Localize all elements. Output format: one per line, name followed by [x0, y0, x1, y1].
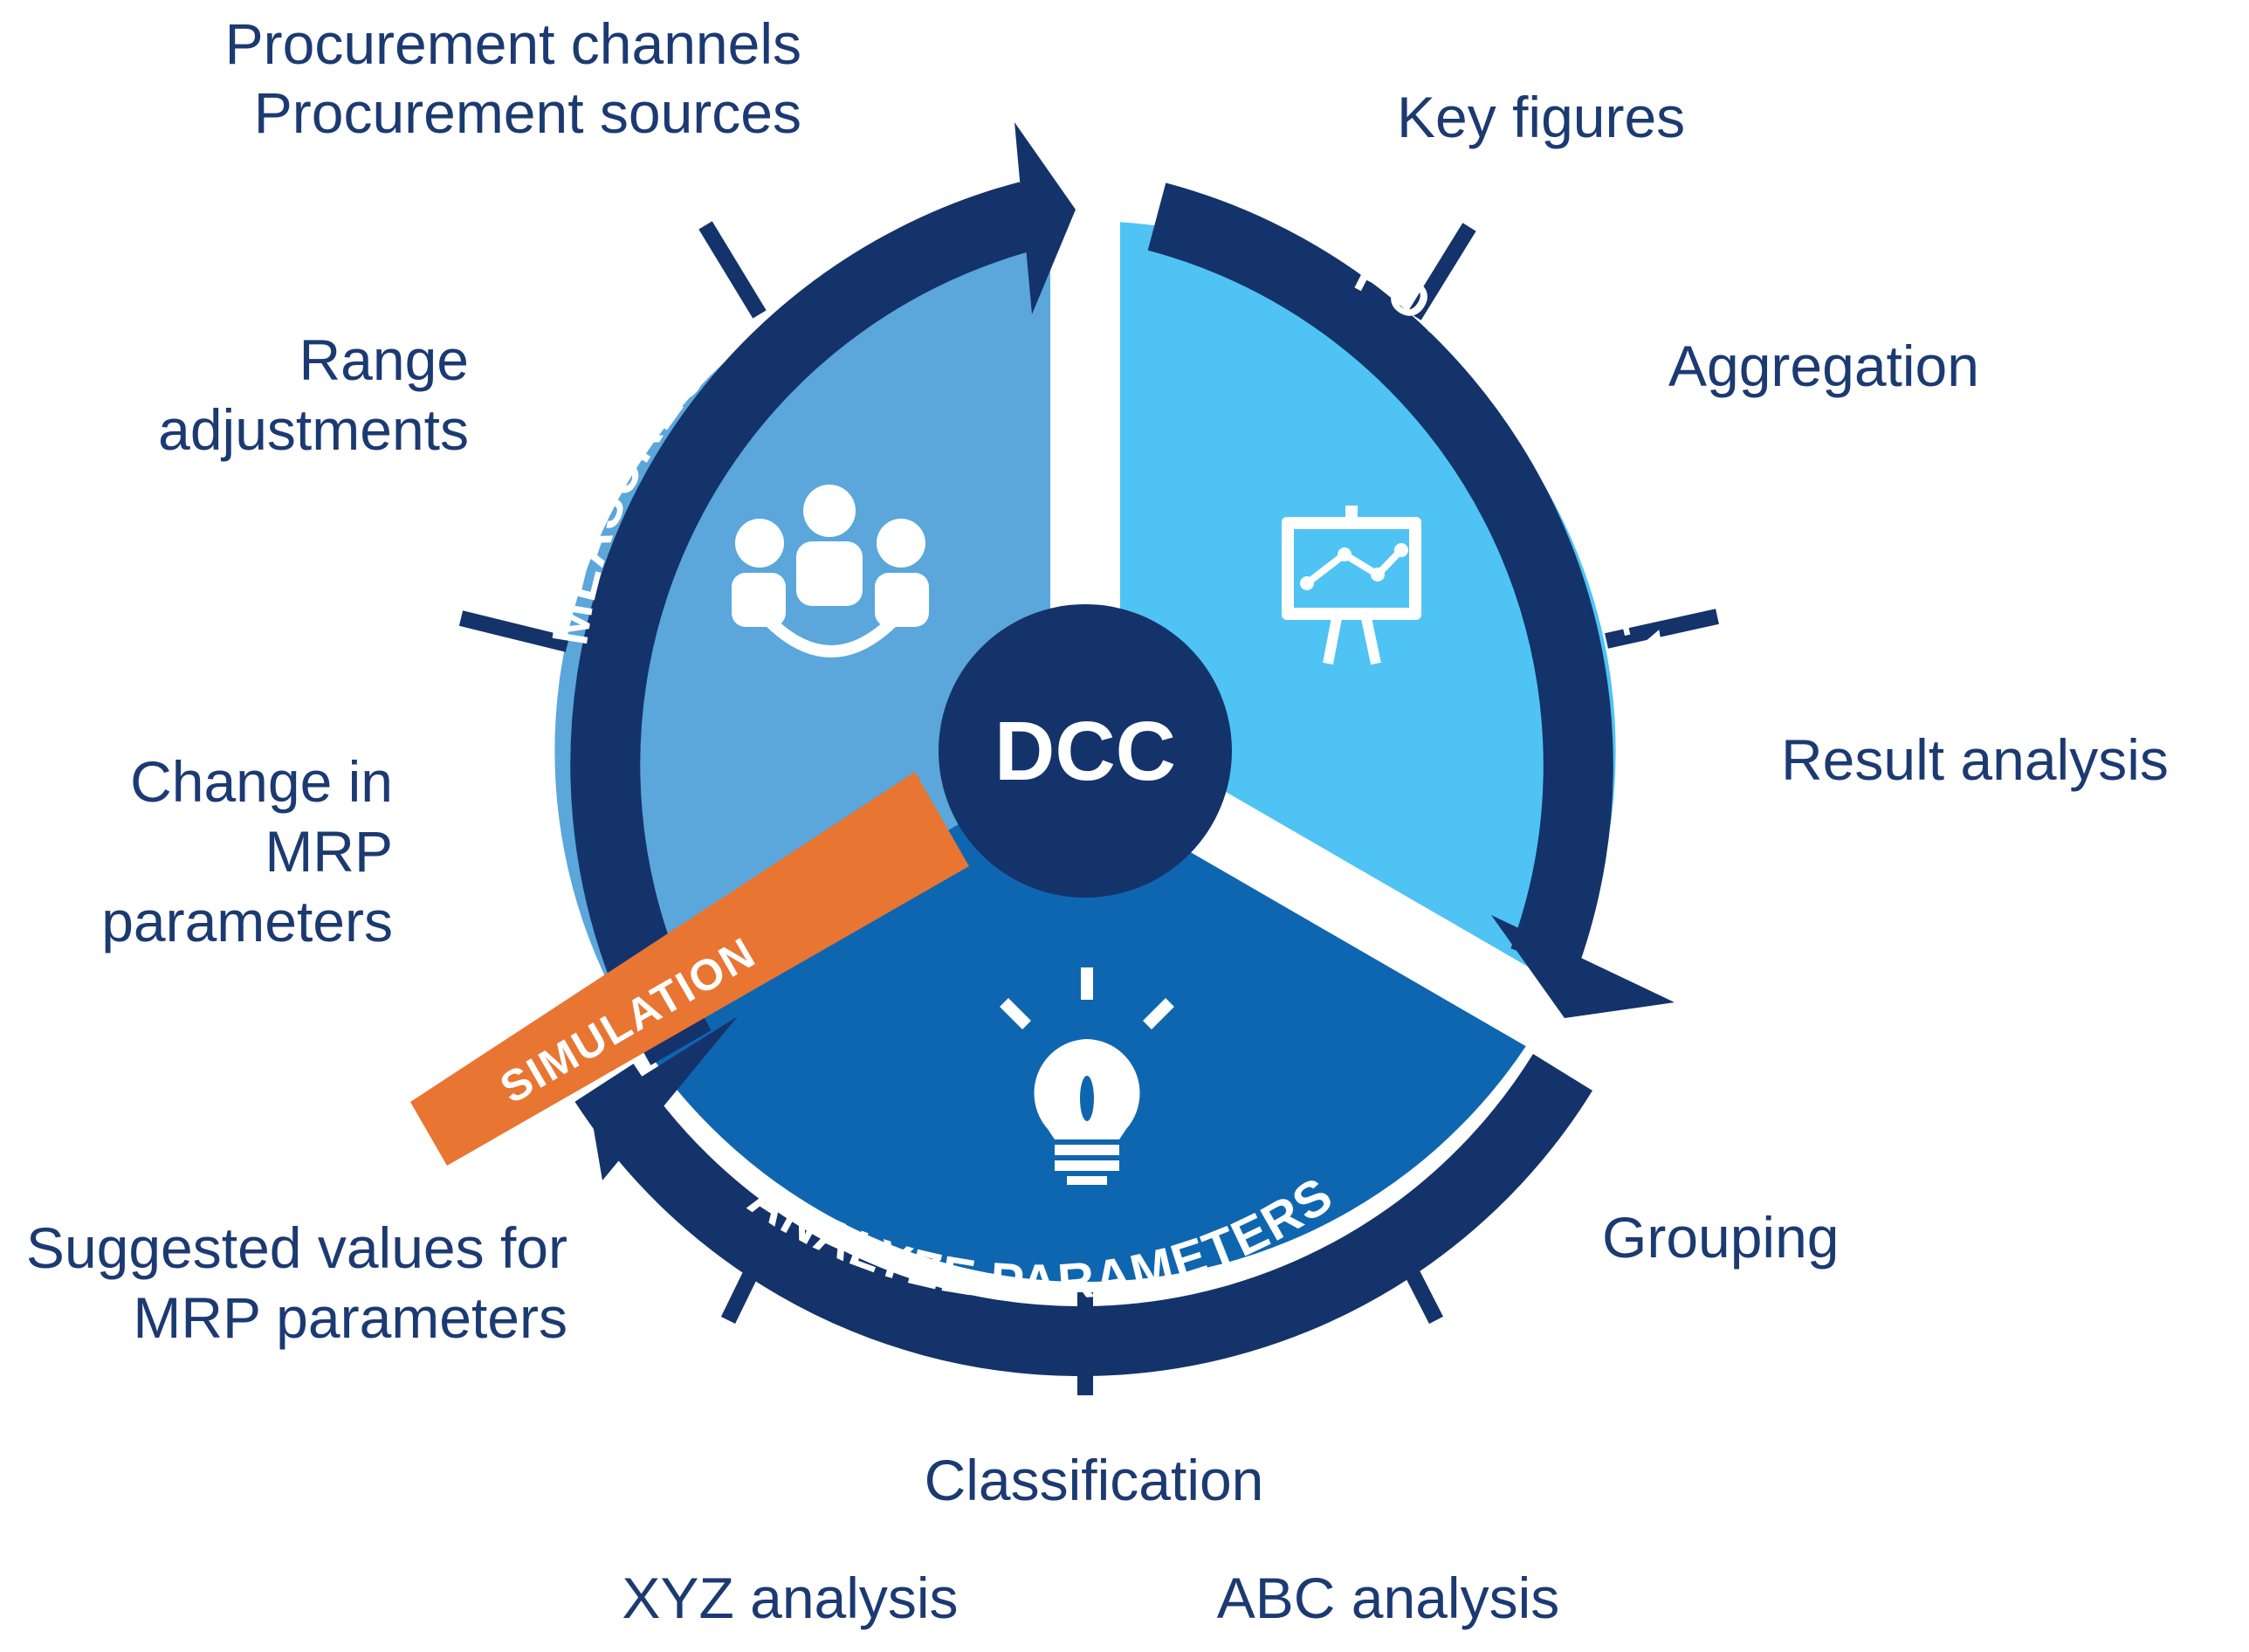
label-range: Range [299, 327, 470, 392]
label-xyz-analysis: XYZ analysis [622, 1566, 958, 1630]
team-meeting-icon [732, 485, 929, 657]
label-change-in: Change in [130, 749, 393, 814]
ring-ticks [458, 221, 1719, 1395]
dcc-center-circle [939, 604, 1232, 898]
label-classification: Classification [925, 1448, 1264, 1512]
label-result-analysis: Result analysis [1781, 727, 2169, 792]
lightbulb-icon [1000, 967, 1174, 1185]
label-procurement-channels: Procurement channels [225, 11, 801, 76]
label-adjustments: adjustments [158, 397, 469, 462]
label-aggregation: Aggregation [1668, 334, 1979, 398]
label-abc-analysis: ABC analysis [1217, 1566, 1560, 1630]
label-grouping: Grouping [1602, 1205, 1840, 1270]
outside-labels: Procurement channels Procurement sources… [26, 11, 2169, 1630]
label-mrp-parameters: MRP parameters [133, 1285, 567, 1350]
label-parameters: parameters [101, 889, 393, 953]
label-key-figures: Key figures [1397, 85, 1685, 149]
presentation-chart-icon [1282, 506, 1421, 665]
dcc-center-label: DCC [994, 705, 1176, 798]
label-suggested-values-for: Suggested values for [26, 1215, 567, 1280]
label-procurement-sources: Procurement sources [254, 80, 801, 145]
label-mrp: MRP [265, 819, 393, 884]
ring-arrowheads [590, 122, 1675, 1180]
